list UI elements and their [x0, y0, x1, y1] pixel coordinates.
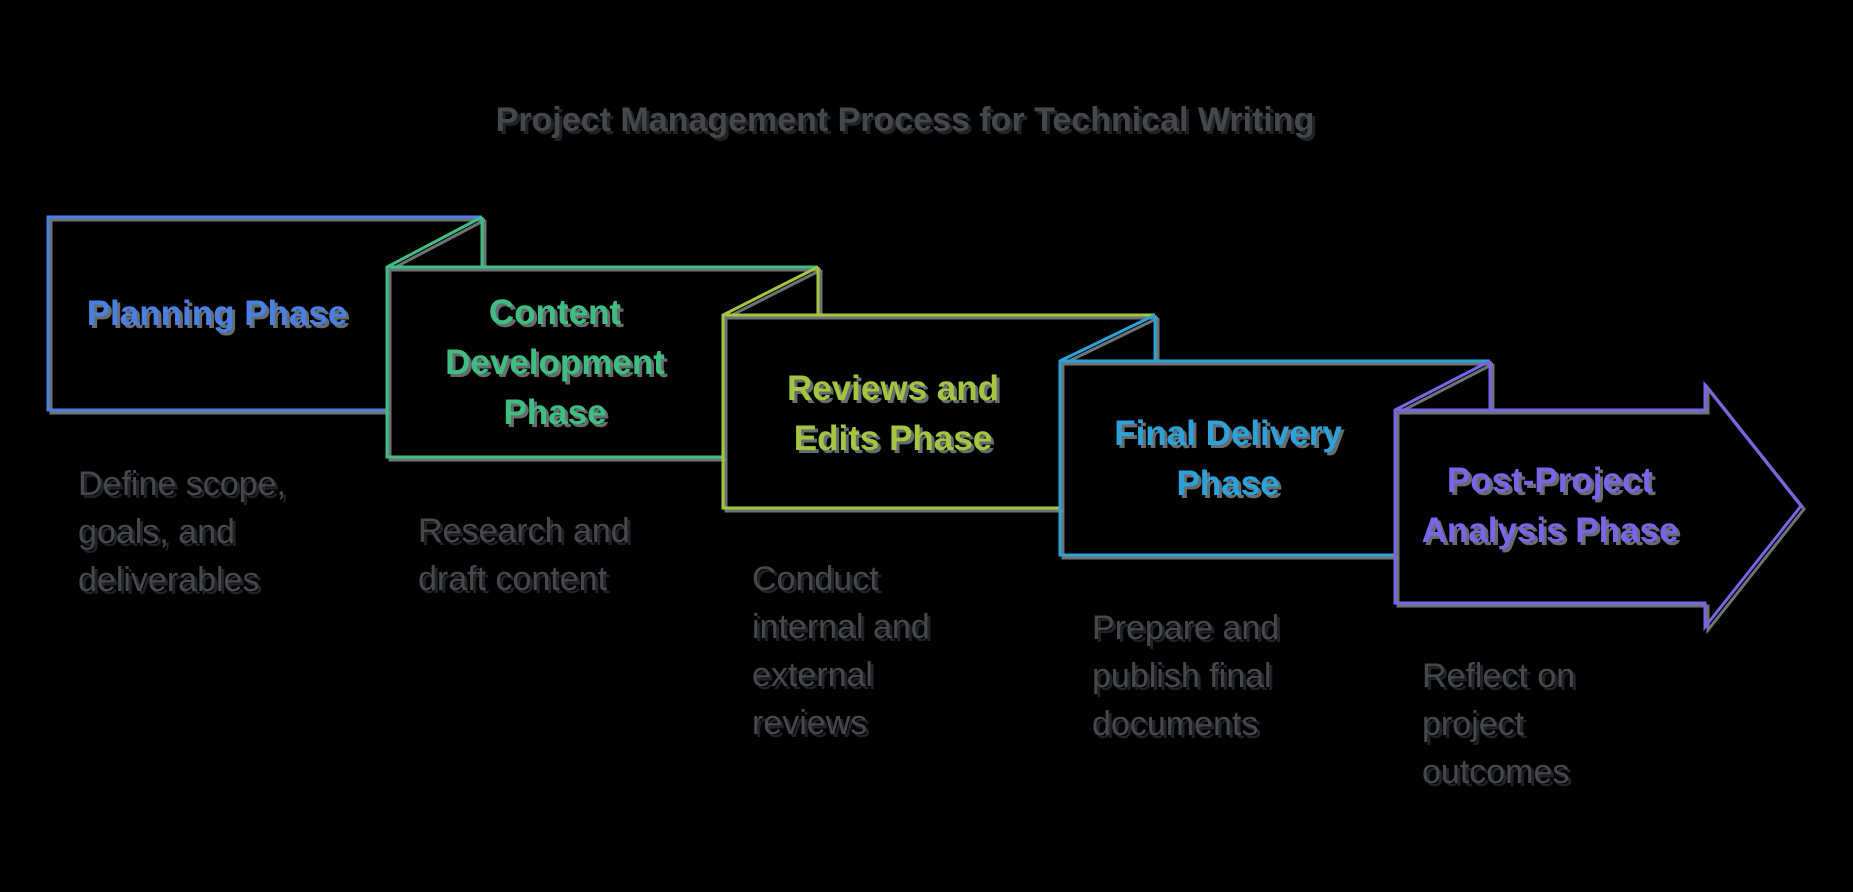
phase-card-planning: Planning Phase Define scope, goals, and …: [46, 215, 482, 599]
phase-5-desc-line: project: [1422, 705, 1525, 743]
phase-2-title: Content: [489, 293, 622, 332]
phase-card-content-development: Content Development Phase Research and d…: [385, 215, 818, 598]
phase-5-card-outline-arrow: [1393, 359, 1803, 632]
phase-1-card-outline: [46, 215, 482, 412]
phase-4-desc-line: Prepare and: [1092, 609, 1279, 647]
phase-5-desc-line: Reflect on: [1422, 657, 1575, 695]
phase-card-post-project-analysis: Post-Project Analysis Phase Reflect on p…: [1393, 359, 1803, 791]
phase-3-desc-line: Conduct: [752, 560, 879, 598]
page-title: Project Management Process for Technical…: [496, 101, 1315, 139]
phase-3-title: Reviews and: [787, 369, 999, 408]
phase-3-title: Edits Phase: [794, 419, 992, 458]
phase-1-desc-line: goals, and: [78, 513, 235, 551]
phase-5-title: Post-Project: [1447, 461, 1653, 500]
phase-4-description: Prepare and publish final documents: [1092, 609, 1279, 743]
phase-4-desc-line: publish final: [1092, 657, 1272, 695]
phase-5-description: Reflect on project outcomes: [1422, 657, 1575, 791]
phase-2-title: Phase: [503, 393, 606, 432]
phase-2-desc-line: Research and: [418, 512, 630, 550]
phase-5-title: Analysis Phase: [1422, 511, 1679, 550]
phase-2-title: Development: [445, 343, 665, 382]
phase-card-final-delivery: Final Delivery Phase Prepare and publish…: [1058, 313, 1490, 743]
phase-card-reviews-edits: Reviews and Edits Phase Conduct internal…: [721, 265, 1155, 742]
phase-3-desc-line: reviews: [752, 704, 867, 742]
phase-1-desc-line: deliverables: [78, 561, 259, 599]
phase-2-description: Research and draft content: [418, 512, 630, 598]
phase-3-desc-line: internal and: [752, 608, 930, 646]
phase-3-card-outline: [721, 265, 1155, 510]
phase-2-card-outline: [385, 215, 818, 459]
phase-5-desc-line: outcomes: [1422, 753, 1569, 791]
phase-3-desc-line: external: [752, 656, 873, 694]
phase-4-title: Final Delivery: [1114, 414, 1342, 453]
phase-1-description: Define scope, goals, and deliverables: [78, 465, 286, 599]
phase-4-title: Phase: [1176, 464, 1279, 503]
phase-2-desc-line: draft content: [418, 560, 608, 598]
phase-4-desc-line: documents: [1092, 705, 1258, 743]
phase-1-title: Planning Phase: [87, 294, 348, 333]
phase-1-desc-line: Define scope,: [78, 465, 286, 503]
phase-3-description: Conduct internal and external reviews: [752, 560, 930, 742]
phase-4-card-outline: [1058, 313, 1490, 557]
